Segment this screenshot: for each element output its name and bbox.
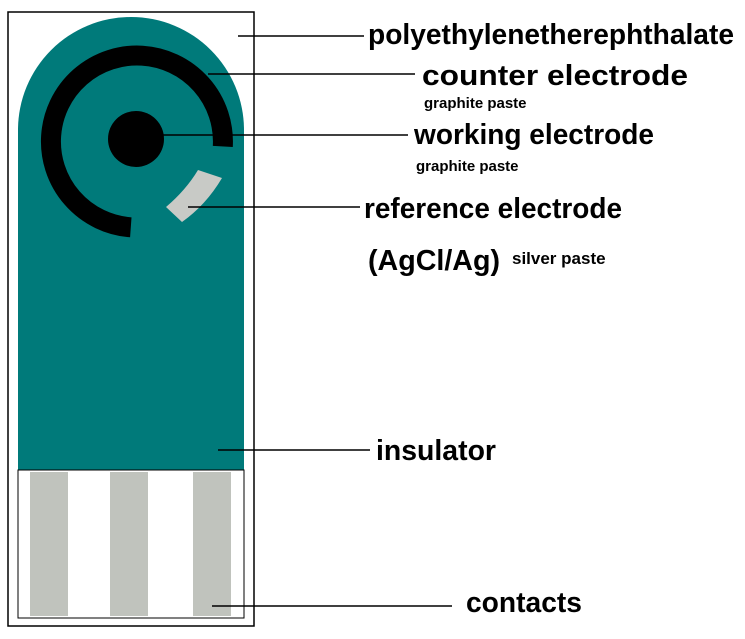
contact-strip-1 <box>30 472 68 616</box>
counter-electrode <box>40 45 233 238</box>
label-reference-formula: (AgCl/Ag) <box>368 245 500 277</box>
contact-strip-2 <box>110 472 148 616</box>
label-reference-electrode: reference electrode <box>364 193 622 225</box>
label-working-electrode: working electrode <box>413 119 654 151</box>
label-working-material: graphite paste <box>416 158 519 175</box>
label-insulator: insulator <box>376 435 496 467</box>
reference-electrode <box>166 170 222 222</box>
contact-strip-3 <box>193 472 231 616</box>
label-counter-material: graphite paste <box>424 95 527 112</box>
label-contacts: contacts <box>466 587 582 619</box>
label-reference-material: silver paste <box>512 249 606 268</box>
label-substrate: polyethylenetherephthalate <box>368 19 734 51</box>
label-counter-electrode: counter electrode <box>422 60 688 92</box>
insulator-layer <box>18 17 244 470</box>
working-electrode <box>108 111 164 167</box>
